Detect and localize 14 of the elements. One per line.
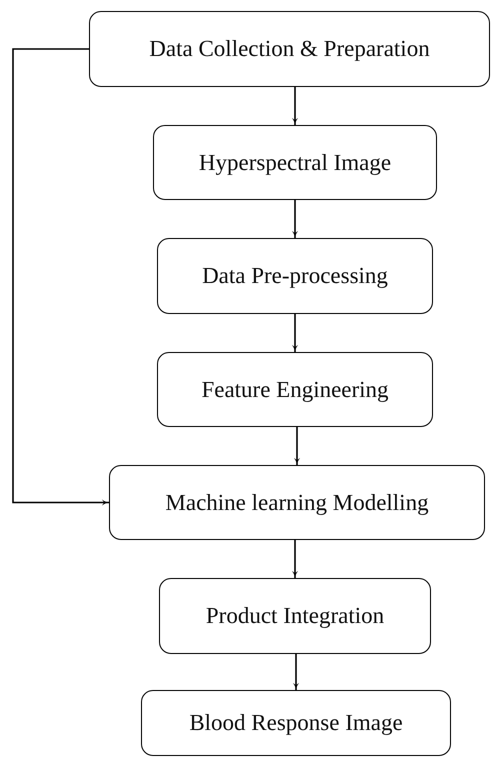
process-box [157,238,433,314]
process-box [109,465,485,540]
step-label: Feature Engineering [201,376,389,402]
process-box [89,11,490,87]
step-label: Blood Response Image [189,710,403,736]
step-label: Data Collection & Preparation [149,36,430,62]
process-box [141,690,451,756]
step-label: Hyperspectral Image [198,150,392,176]
step-label: Machine learning Modelling [165,490,429,516]
process-box [157,352,433,427]
process-box [159,578,431,654]
process-box [153,125,437,200]
step-label: Product Integration [206,603,384,629]
step-label: Data Pre-processing [202,263,388,289]
